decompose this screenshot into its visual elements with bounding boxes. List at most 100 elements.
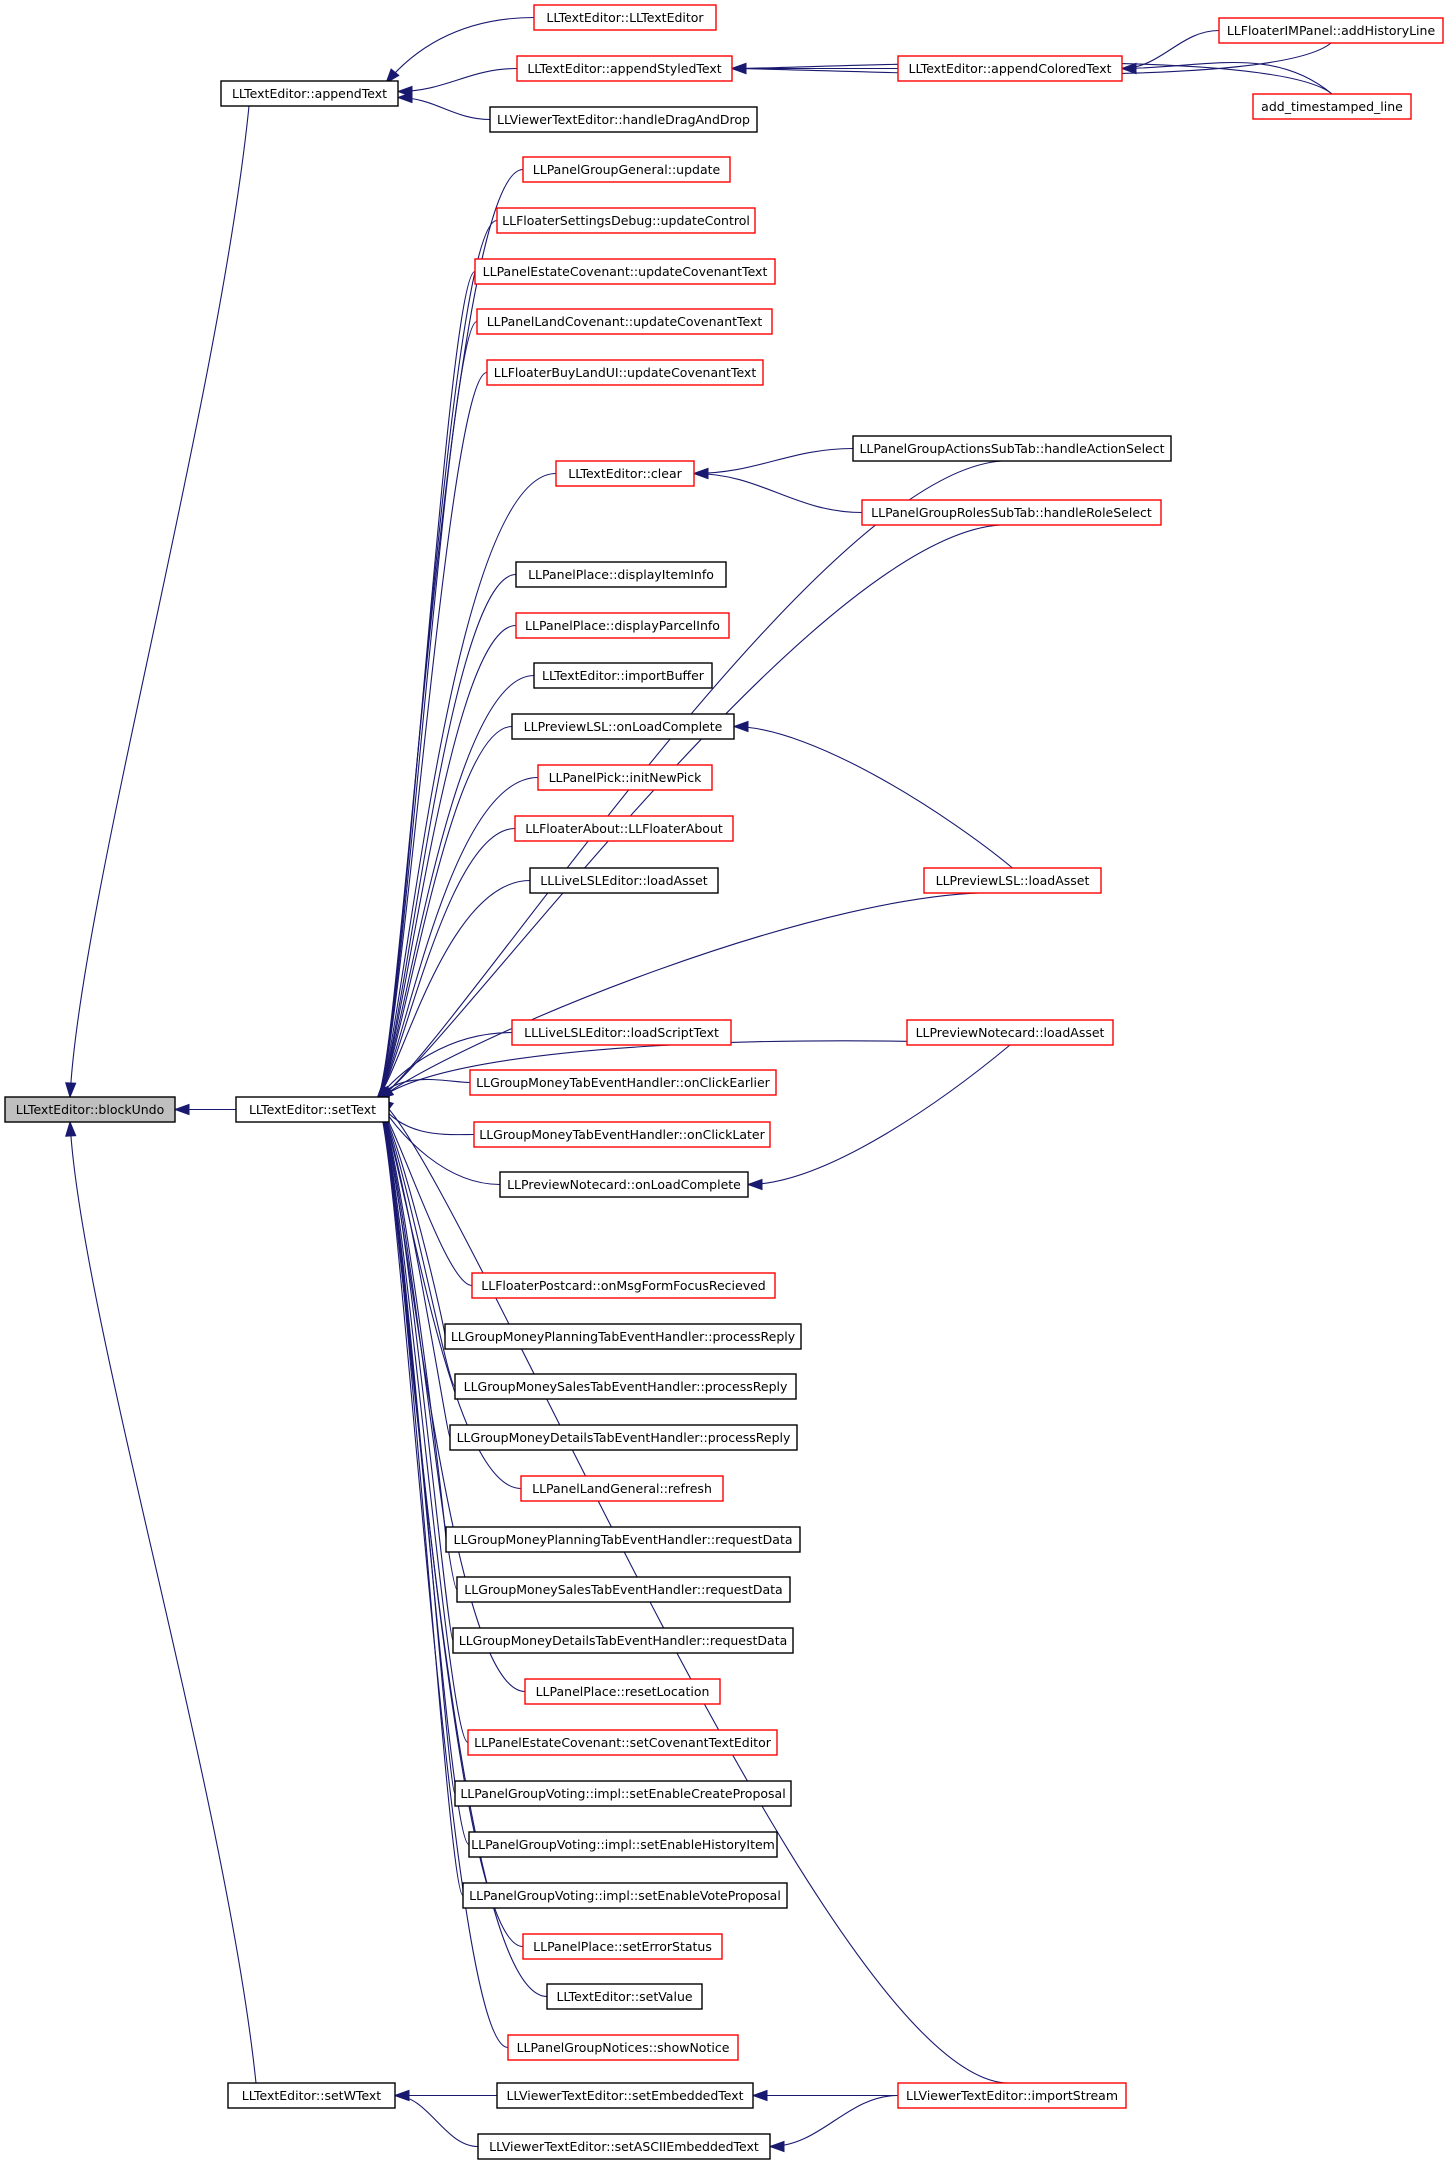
node-box	[220, 80, 399, 107]
node-pec-update-covenant[interactable]: LLPanelEstateCovenant::updateCovenantTex…	[474, 258, 776, 285]
edge-importStream-setASCIIEmbeddedText-arrowhead	[768, 2140, 785, 2153]
node-import-buffer[interactable]: LLTextEditor::importBuffer	[533, 662, 713, 689]
edge-ctor-appendText-arrowhead	[385, 68, 400, 85]
node-land-general-refresh[interactable]: LLPanelLandGeneral::refresh	[520, 1475, 724, 1502]
edge-addTimestampedLine-appendStyledText-arrowhead	[730, 62, 747, 75]
node-sales-process-reply[interactable]: LLGroupMoneySalesTabEventHandler::proces…	[454, 1373, 797, 1400]
edge-addTimestampedLine-appendColoredText	[1121, 61, 1333, 95]
node-init-new-pick[interactable]: LLPanelPick::initNewPick	[537, 764, 713, 791]
node-plc-update-covenant[interactable]: LLPanelLandCovenant::updateCovenantText	[476, 308, 773, 335]
node-label: LLPanelGroupActionsSubTab::handleActionS…	[859, 441, 1164, 456]
node-add-history-line[interactable]: LLFloaterIMPanel::addHistoryLine	[1218, 17, 1444, 44]
node-label: LLTextEditor::clear	[568, 466, 682, 481]
node-fblu-update-covenant[interactable]: LLFloaterBuyLandUI::updateCovenantText	[486, 359, 764, 386]
node-live-load-asset[interactable]: LLLiveLSLEditor::loadAsset	[529, 867, 719, 894]
edge-plslLoadAsset-plslOnLoadComplete	[733, 725, 1013, 869]
edge-setWText-blockUndo-arrowhead	[65, 1120, 77, 1137]
node-label: LLPanelGroupRolesSubTab::handleRoleSelec…	[871, 505, 1152, 520]
node-label: LLPanelGroupVoting::impl::setEnableHisto…	[471, 1837, 775, 1852]
node-set-enable-create-proposal[interactable]: LLPanelGroupVoting::impl::setEnableCreat…	[454, 1780, 792, 1807]
node-handle-action-select[interactable]: LLPanelGroupActionsSubTab::handleActionS…	[852, 435, 1172, 462]
edge-appendStyledText-appendText	[397, 67, 518, 93]
node-box	[445, 1526, 801, 1553]
node-append-text[interactable]: LLTextEditor::appendText	[220, 80, 399, 107]
node-notecard-load-asset[interactable]: LLPreviewNotecard::loadAsset	[906, 1019, 1114, 1046]
node-box	[906, 1019, 1114, 1046]
node-load-script-text[interactable]: LLLiveLSLEditor::loadScriptText	[511, 1019, 732, 1046]
node-plsl-on-load-complete[interactable]: LLPreviewLSL::onLoadComplete	[511, 713, 735, 740]
edge-importBuffer-setText	[376, 674, 535, 1100]
node-box	[515, 612, 730, 639]
node-import-stream[interactable]: LLViewerTextEditor::importStream	[897, 2082, 1127, 2109]
node-label: LLTextEditor::blockUndo	[16, 1102, 165, 1117]
node-label: LLTextEditor::LLTextEditor	[546, 10, 704, 25]
edge-setText-blockUndo-arrowhead	[173, 1103, 190, 1116]
node-show-notice[interactable]: LLPanelGroupNotices::showNotice	[507, 2034, 739, 2061]
node-box	[467, 1729, 778, 1756]
edge-setEnableVoteProposal-setText	[376, 1098, 464, 1897]
node-plsl-load-asset[interactable]: LLPreviewLSL::loadAsset	[923, 867, 1102, 894]
node-on-click-earlier[interactable]: LLGroupMoneyTabEventHandler::onClickEarl…	[469, 1069, 777, 1096]
node-add-timestamped-line[interactable]: add_timestamped_line	[1252, 93, 1412, 120]
node-ctor[interactable]: LLTextEditor::LLTextEditor	[533, 4, 717, 31]
node-label: LLFloaterPostcard::onMsgFormFocusRecieve…	[481, 1278, 765, 1293]
node-label: LLPanelEstateCovenant::setCovenantTextEd…	[474, 1735, 772, 1750]
node-set-enable-vote-proposal[interactable]: LLPanelGroupVoting::impl::setEnableVoteP…	[462, 1882, 788, 1909]
node-planning-process-reply[interactable]: LLGroupMoneyPlanningTabEventHandler::pro…	[444, 1323, 802, 1350]
node-fsd-update-control[interactable]: LLFloaterSettingsDebug::updateControl	[496, 207, 756, 234]
node-set-asciiembedded-text[interactable]: LLViewerTextEditor::setASCIIEmbeddedText	[477, 2133, 771, 2160]
node-sales-request-data[interactable]: LLGroupMoneySalesTabEventHandler::reques…	[456, 1576, 791, 1603]
edge-importStream-setText	[378, 1098, 1013, 2084]
node-display-parcel-info[interactable]: LLPanelPlace::displayParcelInfo	[515, 612, 730, 639]
node-box	[468, 1831, 778, 1858]
node-set-enable-history-item[interactable]: LLPanelGroupVoting::impl::setEnableHisto…	[468, 1831, 778, 1858]
node-box	[227, 2082, 396, 2109]
node-label: LLLiveLSLEditor::loadAsset	[540, 873, 707, 888]
node-box	[454, 1373, 797, 1400]
edge-importStream-setEmbeddedText-arrowhead	[751, 2089, 768, 2102]
node-append-styled-text[interactable]: LLTextEditor::appendStyledText	[516, 55, 733, 82]
node-on-msg-form-focus[interactable]: LLFloaterPostcard::onMsgFormFocusRecieve…	[471, 1272, 776, 1299]
node-label: LLGroupMoneySalesTabEventHandler::proces…	[464, 1379, 788, 1394]
node-details-process-reply[interactable]: LLGroupMoneyDetailsTabEventHandler::proc…	[449, 1424, 798, 1451]
node-label: LLPanelPlace::resetLocation	[536, 1684, 710, 1699]
edge-setASCIIEmbeddedText-setWText	[394, 2094, 479, 2148]
node-label: LLPanelGroupVoting::impl::setEnableVoteP…	[469, 1888, 781, 1903]
node-reset-location[interactable]: LLPanelPlace::resetLocation	[524, 1678, 721, 1705]
node-set-value[interactable]: LLTextEditor::setValue	[546, 1983, 703, 2010]
node-label: LLPanelLandCovenant::updateCovenantText	[487, 314, 763, 329]
node-label: LLGroupMoneyDetailsTabEventHandler::requ…	[459, 1633, 788, 1648]
node-details-request-data[interactable]: LLGroupMoneyDetailsTabEventHandler::requ…	[452, 1627, 794, 1654]
edge-notecardLoadAsset-notecardOnLoadComplete	[747, 1044, 1011, 1186]
node-clear[interactable]: LLTextEditor::clear	[555, 460, 695, 487]
node-pgg-update[interactable]: LLPanelGroupGeneral::update	[522, 156, 731, 183]
node-box	[469, 1069, 777, 1096]
node-box	[486, 359, 764, 386]
edge-handleRoleSelect-clear	[693, 472, 863, 514]
node-label: LLGroupMoneySalesTabEventHandler::reques…	[464, 1582, 782, 1597]
node-on-click-later[interactable]: LLGroupMoneyTabEventHandler::onClickLate…	[473, 1121, 771, 1148]
node-planning-request-data[interactable]: LLGroupMoneyPlanningTabEventHandler::req…	[445, 1526, 801, 1553]
node-set-error-status[interactable]: LLPanelPlace::setErrorStatus	[522, 1933, 723, 1960]
node-floater-about[interactable]: LLFloaterAbout::LLFloaterAbout	[514, 815, 734, 842]
node-handle-drag-and-drop[interactable]: LLViewerTextEditor::handleDragAndDrop	[489, 106, 758, 133]
node-append-colored-text[interactable]: LLTextEditor::appendColoredText	[897, 55, 1123, 82]
node-box	[529, 867, 719, 894]
node-box	[476, 308, 773, 335]
node-box	[515, 561, 727, 588]
node-notecard-on-load-complete[interactable]: LLPreviewNotecard::onLoadComplete	[499, 1171, 749, 1198]
node-display-item-info[interactable]: LLPanelPlace::displayItemInfo	[515, 561, 727, 588]
node-box	[473, 1121, 771, 1148]
node-set-text[interactable]: LLTextEditor::setText	[235, 1096, 390, 1123]
node-set-embedded-text[interactable]: LLViewerTextEditor::setEmbeddedText	[496, 2082, 754, 2109]
node-handle-role-select[interactable]: LLPanelGroupRolesSubTab::handleRoleSelec…	[861, 499, 1162, 526]
node-set-covenant-text-editor[interactable]: LLPanelEstateCovenant::setCovenantTextEd…	[467, 1729, 778, 1756]
node-box	[520, 1475, 724, 1502]
node-set-wtext[interactable]: LLTextEditor::setWText	[227, 2082, 396, 2109]
node-box	[477, 2133, 771, 2160]
node-block-undo[interactable]: LLTextEditor::blockUndo	[4, 1096, 176, 1123]
edge-handleRoleSelect-clear-arrowhead	[692, 467, 709, 480]
node-box	[923, 867, 1102, 894]
edge-displayItemInfo-setText	[376, 573, 517, 1100]
